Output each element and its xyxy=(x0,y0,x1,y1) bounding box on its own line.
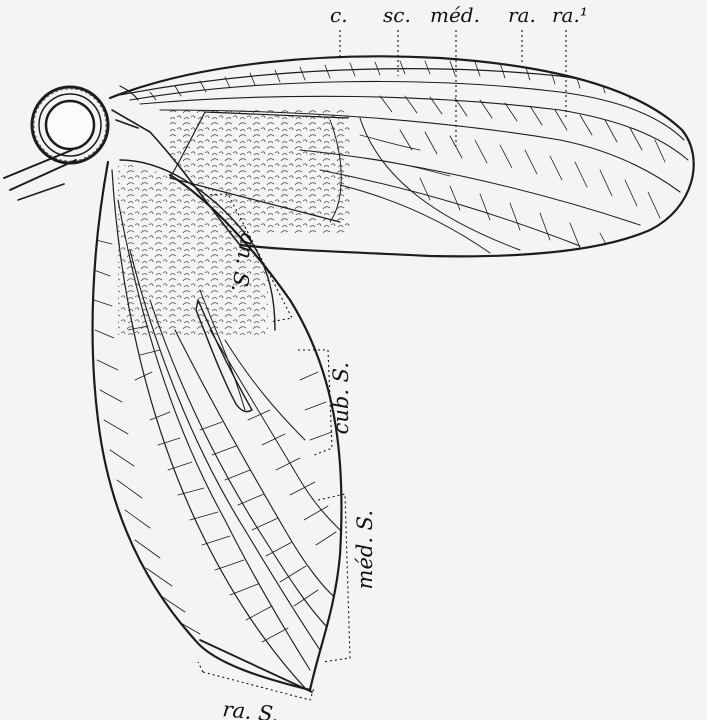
forewing-leaders xyxy=(340,30,566,146)
label-media: méd. xyxy=(430,3,480,27)
appendage-strokes xyxy=(4,150,76,200)
label-costa: c. xyxy=(330,3,348,27)
label-subcosta: sc. xyxy=(383,3,411,27)
forewing-labels: c. sc. méd. ra. ra.¹ xyxy=(330,3,588,27)
bracket-radial-sector xyxy=(198,662,314,700)
label-median-sector: méd. S. xyxy=(353,510,377,589)
label-radial-sector: ra. S. xyxy=(221,697,279,720)
label-radius-1: ra.¹ xyxy=(552,3,588,27)
label-radius: ra. xyxy=(508,3,536,27)
label-cubital-sector: cub. S. xyxy=(329,362,353,434)
hindwing xyxy=(93,160,342,692)
bracket-median-sector xyxy=(318,494,350,662)
bracket-cubital-sector xyxy=(298,350,332,456)
